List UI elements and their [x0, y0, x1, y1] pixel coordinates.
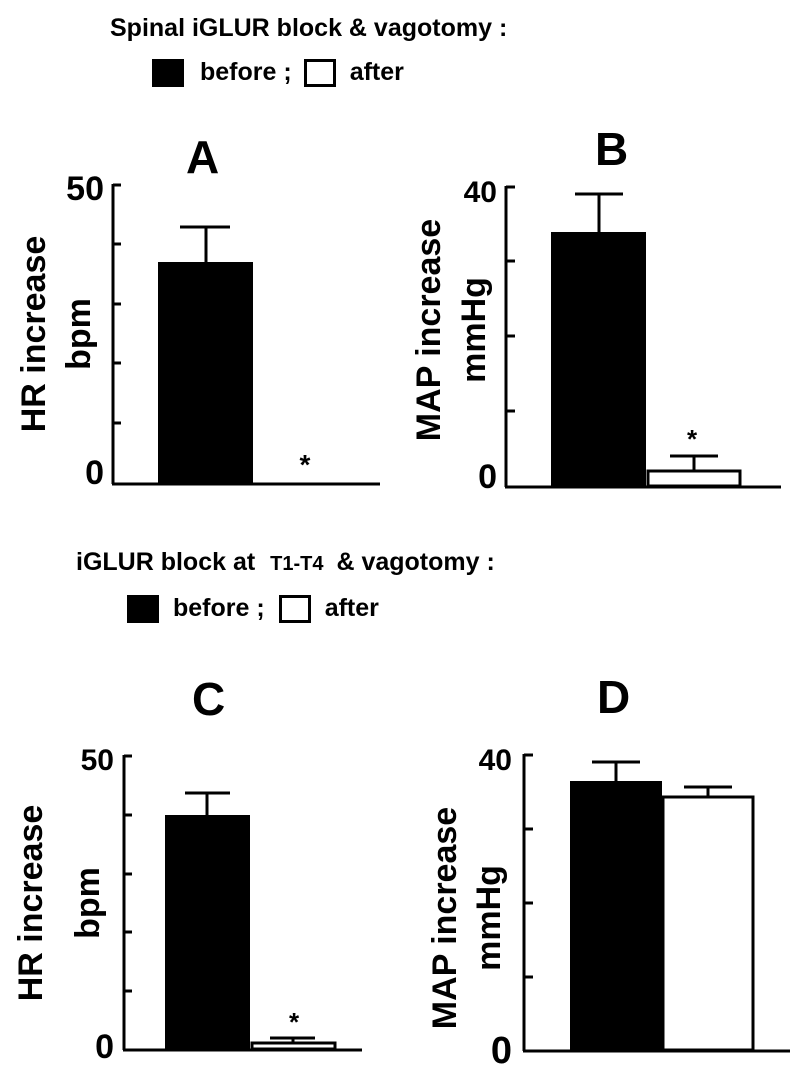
bar-before	[165, 815, 250, 1050]
legend-before-swatch	[152, 58, 184, 87]
y-ticks	[113, 183, 121, 425]
bar-after	[250, 1041, 337, 1051]
bar-before	[158, 262, 253, 484]
legend-before-label: before ;	[173, 594, 265, 622]
panel-d-letter: D	[597, 671, 631, 723]
y-axis-label-line1: MAP increase	[426, 807, 464, 1029]
significance-marker: *	[687, 424, 698, 454]
y-axis-label-line1: HR increase	[12, 805, 50, 1002]
panel-c: * 50 0 HR increase bpm	[12, 744, 362, 1066]
top-heading: Spinal iGLUR block & vagotomy :	[110, 14, 508, 42]
panel-b-letter: B	[595, 123, 629, 175]
y-axis-label-line1: MAP increase	[410, 219, 448, 441]
bar-before	[551, 232, 646, 487]
y-ticks	[524, 753, 533, 979]
bar-after	[646, 469, 742, 488]
bottom-heading-suffix: & vagotomy :	[336, 548, 495, 576]
bar-after	[661, 795, 755, 1052]
y-tick-label-min: 0	[85, 454, 104, 492]
y-tick-label-max: 50	[66, 170, 104, 208]
legend-after-label: after	[349, 58, 404, 86]
significance-marker: *	[289, 1007, 300, 1037]
y-tick-label-min: 0	[491, 1030, 512, 1072]
legend-before-swatch	[127, 594, 159, 623]
y-axis-label-line2: mmHg	[470, 865, 508, 971]
legend-before-label: before ;	[200, 58, 292, 86]
y-axis-label-line2: bpm	[69, 867, 107, 939]
y-tick-label-min: 0	[478, 458, 497, 496]
panel-b: * 40 0 MAP increase mmHg	[410, 176, 781, 496]
legend-after-label: after	[324, 594, 379, 622]
bottom-heading: iGLUR block at T1-T4 & vagotomy :	[76, 548, 495, 577]
y-tick-label-min: 0	[95, 1028, 114, 1066]
y-axis-label-line2: bpm	[60, 298, 98, 370]
top-legend: before ; after	[152, 58, 404, 87]
legend-after-swatch	[303, 58, 336, 87]
y-axis-label-line2: mmHg	[455, 277, 493, 383]
y-ticks	[506, 185, 515, 413]
panel-c-letter: C	[192, 673, 226, 725]
y-tick-label-max: 40	[464, 176, 497, 209]
y-ticks	[124, 754, 132, 993]
y-tick-label-max: 50	[81, 744, 114, 777]
panel-a-letter: A	[186, 131, 220, 183]
panel-a: * 50 0 HR increase bpm	[15, 170, 380, 492]
y-axis-label-line1: HR increase	[15, 236, 53, 433]
significance-marker: *	[300, 449, 311, 480]
bottom-heading-segment: T1-T4	[270, 553, 324, 575]
bottom-legend: before ; after	[127, 594, 379, 623]
y-tick-label-max: 40	[479, 744, 512, 777]
legend-after-swatch	[278, 594, 311, 623]
panel-d: 40 0 MAP increase mmHg	[426, 744, 790, 1072]
bottom-heading-prefix: iGLUR block at	[76, 548, 256, 576]
bar-before	[570, 781, 662, 1051]
